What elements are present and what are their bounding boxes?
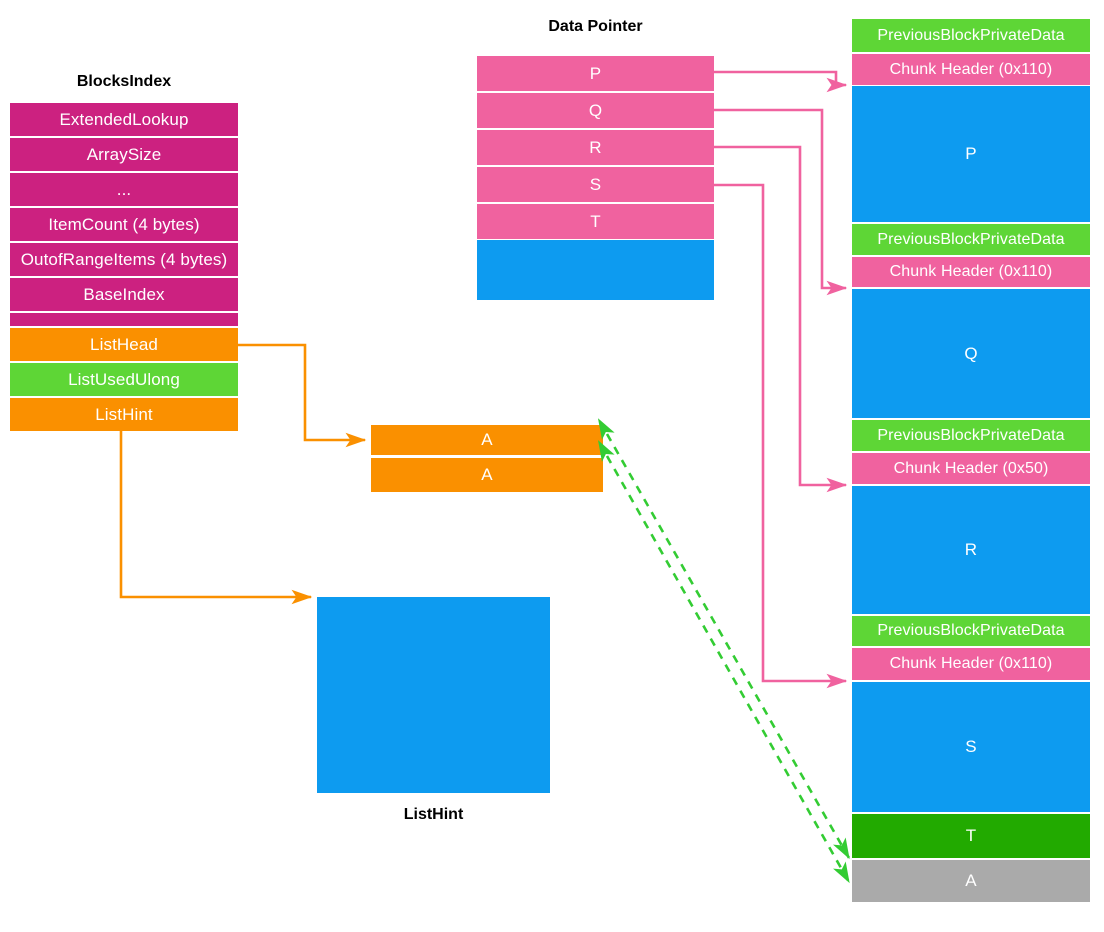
datapointer-row-free[interactable] bbox=[477, 240, 714, 300]
heap-band-prevprivatedata-2[interactable]: PreviousBlockPrivateData bbox=[852, 224, 1090, 255]
arrow-s-to-chunk-s bbox=[714, 183, 848, 689]
blocksindex-title: BlocksIndex bbox=[76, 73, 172, 90]
heap-band-chunkheader-4[interactable]: Chunk Header (0x110) bbox=[852, 648, 1090, 680]
heap-band-chunkheader-1[interactable]: Chunk Header (0x110) bbox=[852, 54, 1090, 85]
heap-band-prevprivatedata-1[interactable]: PreviousBlockPrivateData bbox=[852, 19, 1090, 52]
heap-band-prevprivatedata-3[interactable]: PreviousBlockPrivateData bbox=[852, 420, 1090, 451]
heap-chunk-t[interactable]: T bbox=[852, 814, 1090, 858]
heap-chunk-r[interactable]: R bbox=[852, 486, 1090, 614]
heap-chunk-a[interactable]: A bbox=[852, 860, 1090, 902]
blocksindex-row-arraysize[interactable]: ArraySize bbox=[10, 138, 238, 171]
arrow-listhint-to-block bbox=[119, 431, 313, 605]
heap-band-prevprivatedata-4[interactable]: PreviousBlockPrivateData bbox=[852, 616, 1090, 646]
arrow-array-a1-to-heap-a bbox=[597, 418, 851, 860]
blocksindex-row-listhead[interactable]: ListHead bbox=[10, 328, 238, 361]
blocksindex-row-ellipsis[interactable]: ... bbox=[10, 173, 238, 206]
arrow-q-to-chunk-q bbox=[714, 108, 848, 296]
listhint-block[interactable] bbox=[317, 597, 550, 793]
datapointer-title: Data Pointer bbox=[548, 18, 643, 35]
arrow-array-a2-to-heap-a bbox=[598, 440, 851, 884]
heap-chunk-q[interactable]: Q bbox=[852, 289, 1090, 418]
blocksindex-row-listhint[interactable]: ListHint bbox=[10, 398, 238, 431]
heap-chunk-s[interactable]: S bbox=[852, 682, 1090, 812]
listhint-caption: ListHint bbox=[403, 806, 464, 823]
blocksindex-row-extendedlookup[interactable]: ExtendedLookup bbox=[10, 103, 238, 136]
heap-chunk-p[interactable]: P bbox=[852, 86, 1090, 222]
blocksindex-row-outofrangeitems[interactable]: OutofRangeItems (4 bytes) bbox=[10, 243, 238, 276]
arrow-r-to-chunk-r bbox=[714, 145, 848, 493]
blocksindex-row-listusedulong[interactable]: ListUsedUlong bbox=[10, 363, 238, 396]
blocksindex-row-baseindex[interactable]: BaseIndex bbox=[10, 278, 238, 311]
listhead-array-row-1[interactable]: A bbox=[371, 425, 603, 455]
listhead-array-row-2[interactable]: A bbox=[371, 458, 603, 492]
heap-band-chunkheader-3[interactable]: Chunk Header (0x50) bbox=[852, 453, 1090, 484]
blocksindex-row-itemcount[interactable]: ItemCount (4 bytes) bbox=[10, 208, 238, 241]
heap-band-chunkheader-2[interactable]: Chunk Header (0x110) bbox=[852, 257, 1090, 287]
datapointer-row-t[interactable]: T bbox=[477, 204, 714, 239]
datapointer-row-p[interactable]: P bbox=[477, 56, 714, 91]
arrow-p-to-chunk-p bbox=[714, 70, 848, 93]
arrow-listhead-to-array bbox=[238, 343, 367, 448]
datapointer-row-s[interactable]: S bbox=[477, 167, 714, 202]
blocksindex-spacer bbox=[10, 313, 238, 326]
datapointer-row-r[interactable]: R bbox=[477, 130, 714, 165]
datapointer-row-q[interactable]: Q bbox=[477, 93, 714, 128]
